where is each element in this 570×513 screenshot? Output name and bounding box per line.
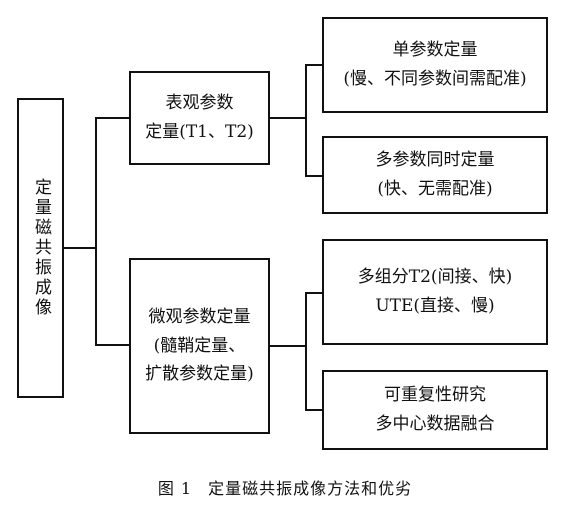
branch-1-line-2: 定量(T1、T2): [145, 122, 254, 142]
leaf-2-line-2: (快、无需配准): [377, 179, 493, 199]
connector-branch-2-stub: [270, 345, 306, 347]
connector-branch-2-spine: [305, 292, 307, 410]
leaf-4-line-1: 可重复性研究: [384, 385, 486, 406]
branch-node-micro-params: 微观参数定量 (髓鞘定量、 扩散参数定量): [129, 258, 270, 434]
connector-branch-1-spine: [305, 64, 307, 176]
leaf-node-multi-param: 多参数同时定量 (快、无需配准): [322, 136, 548, 214]
leaf-node-single-param: 单参数定量 (慢、不同参数间需配准): [322, 17, 548, 113]
connector-root-spine: [95, 117, 97, 345]
branch-1-line-1: 表观参数: [165, 93, 234, 114]
leaf-1-line-2: (慢、不同参数间需配准): [343, 69, 527, 89]
connector-branch-1-stub: [270, 117, 306, 119]
leaf-node-reproducibility: 可重复性研究 多中心数据融合: [322, 370, 548, 450]
connector-to-branch-2: [95, 344, 130, 346]
root-node-label: 定量磁共振成像: [30, 178, 51, 318]
figure-number: 图 1: [157, 479, 193, 498]
connector-to-leaf-2: [305, 175, 323, 177]
connector-root-stub: [64, 247, 96, 249]
leaf-2-line-1: 多参数同时定量: [375, 150, 495, 171]
leaf-4-line-2: 多中心数据融合: [375, 414, 495, 434]
connector-to-leaf-3: [305, 292, 323, 294]
root-node: 定量磁共振成像: [17, 98, 64, 398]
connector-to-branch-1: [95, 117, 130, 119]
leaf-3-line-1: 多组分T2(间接、快): [357, 267, 513, 288]
connector-to-leaf-1: [305, 64, 323, 66]
branch-2-line-2: (髓鞘定量、: [153, 335, 246, 356]
leaf-node-myelin-methods: 多组分T2(间接、快) UTE(直接、慢): [322, 239, 548, 345]
branch-node-apparent-params: 表观参数 定量(T1、T2): [129, 71, 270, 165]
figure-caption-text: 定量磁共振成像方法和优劣: [208, 479, 413, 498]
connector-to-leaf-4: [305, 409, 323, 411]
branch-2-line-3: 扩散参数定量): [145, 364, 254, 385]
branch-2-line-1: 微观参数定量: [148, 306, 251, 327]
leaf-3-line-2: UTE(直接、慢): [375, 296, 495, 316]
leaf-1-line-1: 单参数定量: [392, 40, 478, 61]
figure-caption: 图 1 定量磁共振成像方法和优劣: [0, 475, 570, 499]
